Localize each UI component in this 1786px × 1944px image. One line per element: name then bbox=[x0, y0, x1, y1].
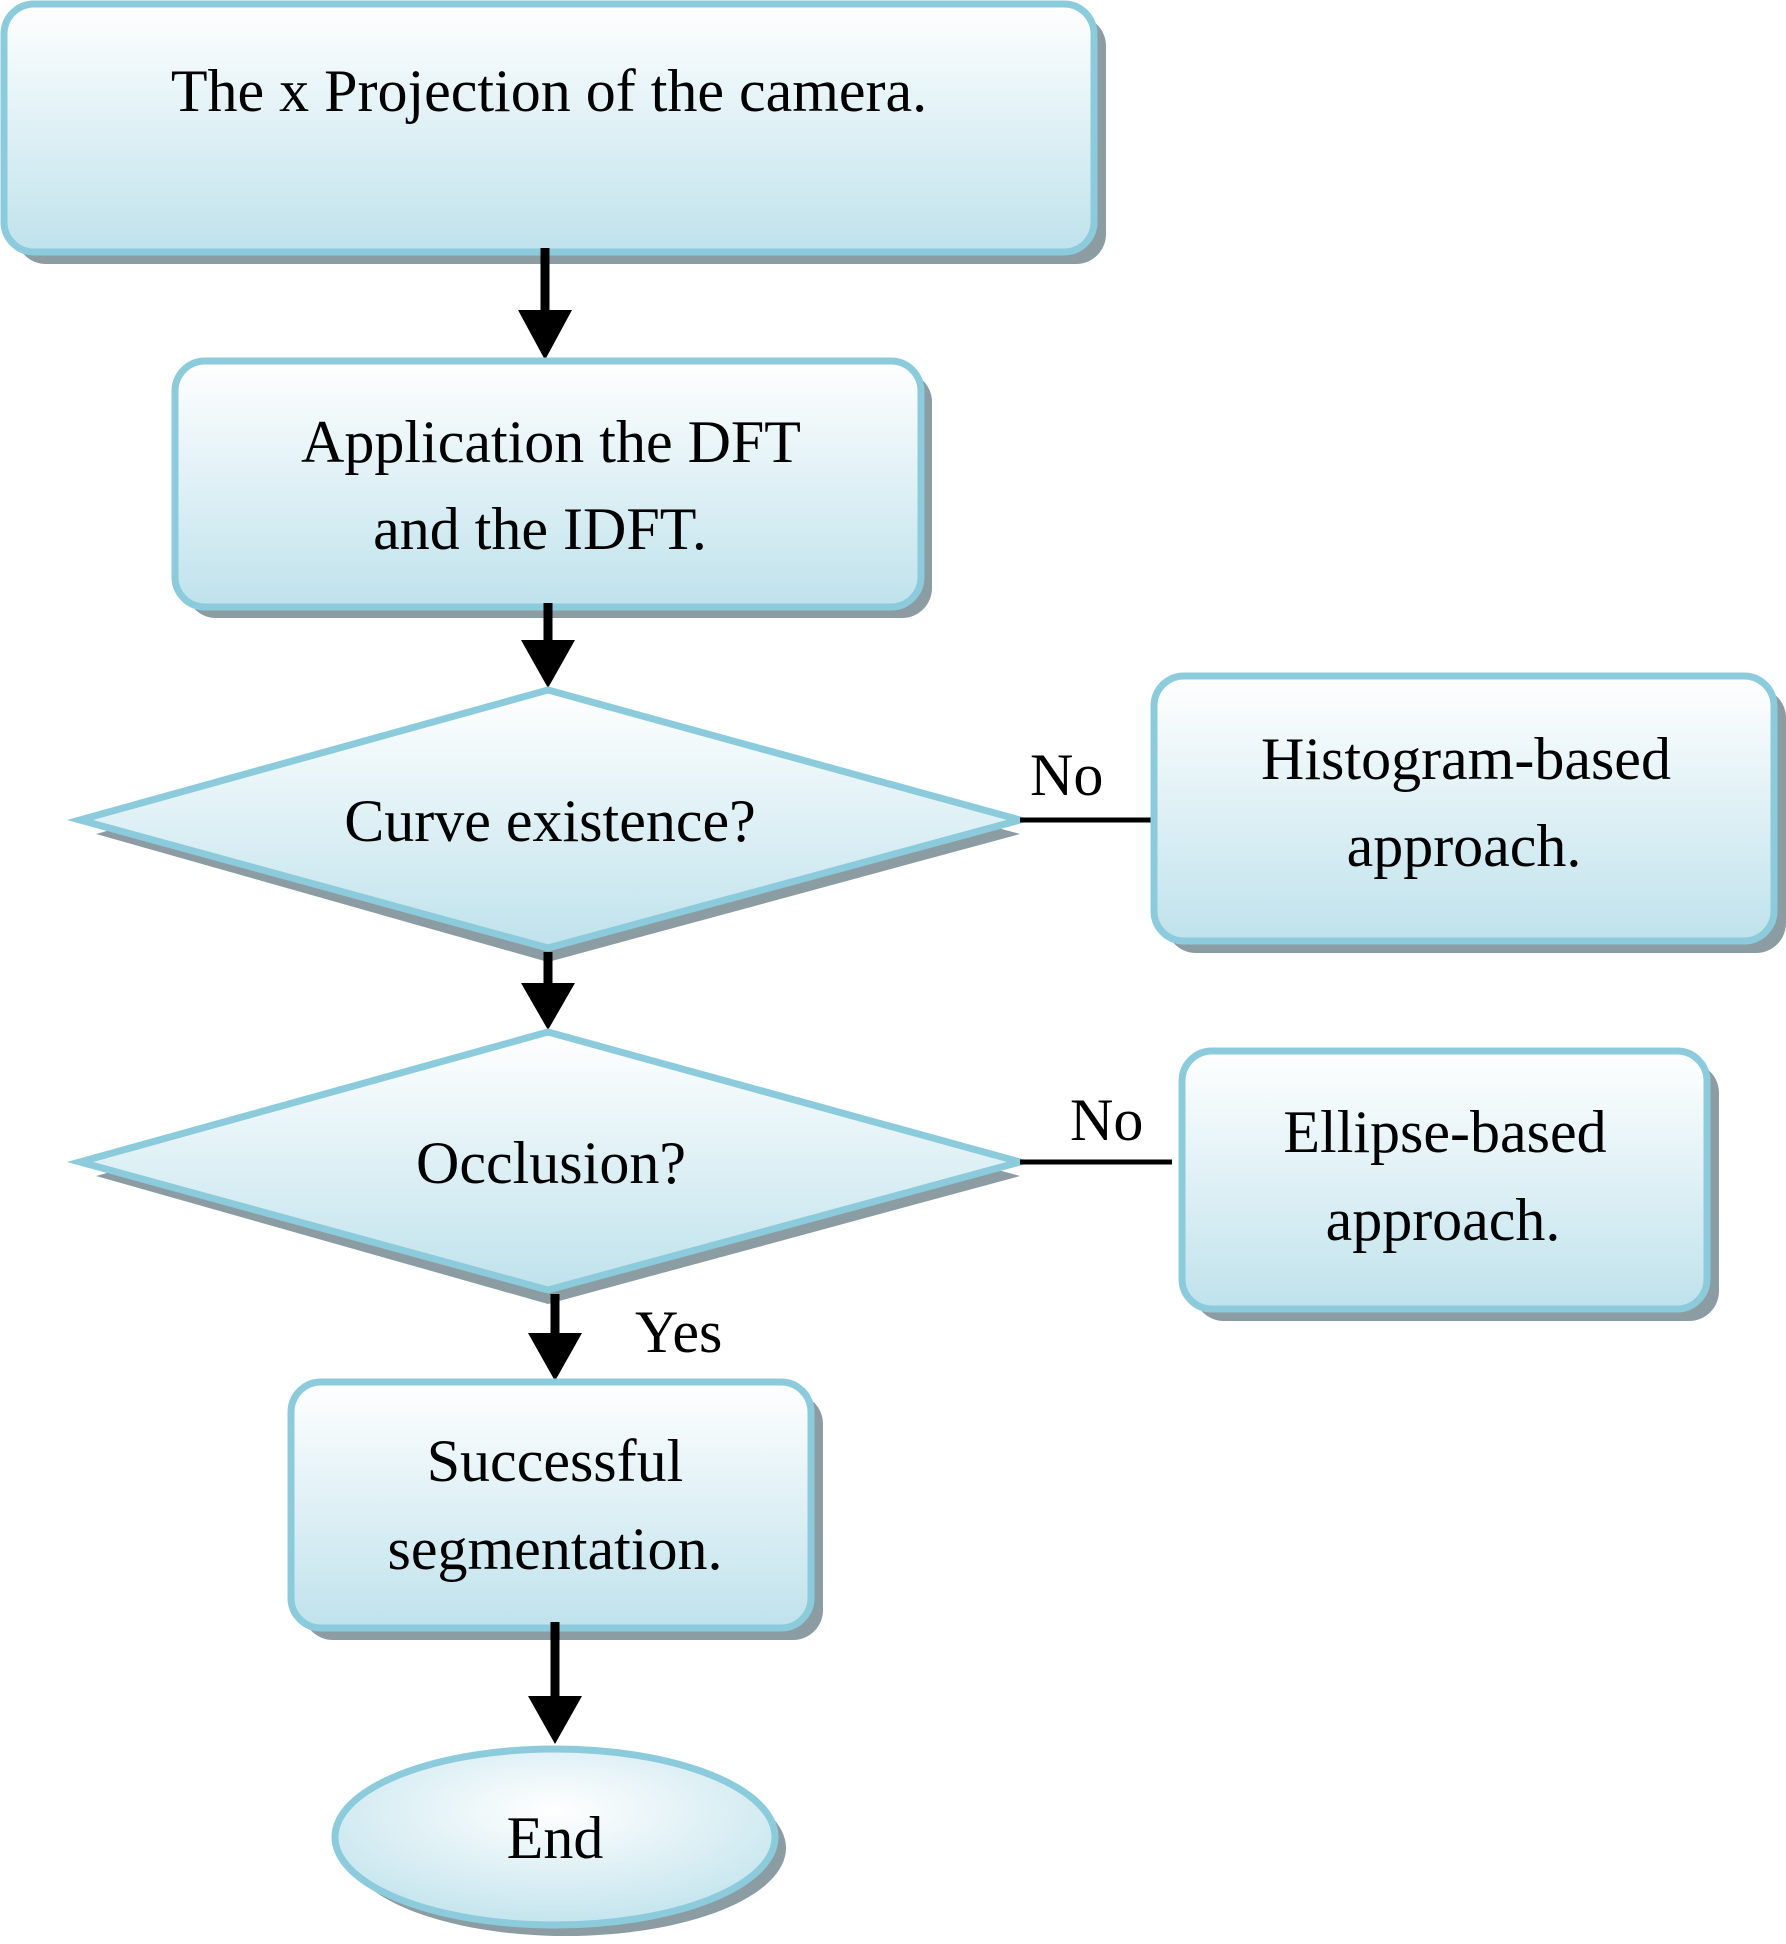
edge-occlusion-yes-label: Yes bbox=[635, 1299, 722, 1365]
node-dft-label-line2: and the IDFT. bbox=[373, 496, 707, 562]
decision-occlusion-label: Occlusion? bbox=[416, 1130, 686, 1196]
node-successful-segmentation: Successful segmentation. bbox=[287, 1378, 823, 1640]
node-histogram: Histogram-based approach. bbox=[1150, 672, 1786, 953]
node-ellipse-label-line1: Ellipse-based bbox=[1283, 1099, 1606, 1165]
arrow-dft-to-curve bbox=[521, 603, 575, 688]
node-ellipse-based: Ellipse-based approach. bbox=[1178, 1047, 1719, 1321]
node-ellipse-label-line2: approach. bbox=[1326, 1187, 1561, 1253]
node-dft: Application the DFT and the IDFT. bbox=[171, 357, 932, 618]
node-end: End bbox=[331, 1745, 786, 1936]
node-projection: The x Projection of the camera. bbox=[0, 0, 1106, 264]
node-histogram-label-line2: approach. bbox=[1347, 813, 1582, 879]
arrow-curve-to-occlusion bbox=[521, 952, 575, 1030]
decision-occlusion: Occlusion? bbox=[66, 1028, 1034, 1304]
edge-occlusion-no: No bbox=[1020, 1087, 1172, 1165]
node-end-label: End bbox=[507, 1805, 604, 1871]
decision-curve-label: Curve existence? bbox=[344, 788, 755, 854]
edge-occlusion-no-label: No bbox=[1070, 1087, 1143, 1153]
node-projection-label: The x Projection of the camera. bbox=[171, 58, 927, 124]
node-dft-label-line1: Application the DFT bbox=[301, 409, 801, 475]
edge-curve-no-label: No bbox=[1030, 742, 1103, 808]
edge-occlusion-yes: Yes bbox=[528, 1294, 722, 1381]
node-histogram-label-line1: Histogram-based bbox=[1261, 726, 1671, 792]
decision-curve-existence: Curve existence? bbox=[66, 686, 1034, 962]
arrow-projection-to-dft bbox=[518, 248, 572, 360]
arrow-success-to-end bbox=[528, 1622, 582, 1744]
node-success-label-line1: Successful bbox=[427, 1428, 684, 1494]
node-success-label-line2: segmentation. bbox=[388, 1516, 723, 1582]
edge-curve-no: No bbox=[1020, 742, 1155, 823]
